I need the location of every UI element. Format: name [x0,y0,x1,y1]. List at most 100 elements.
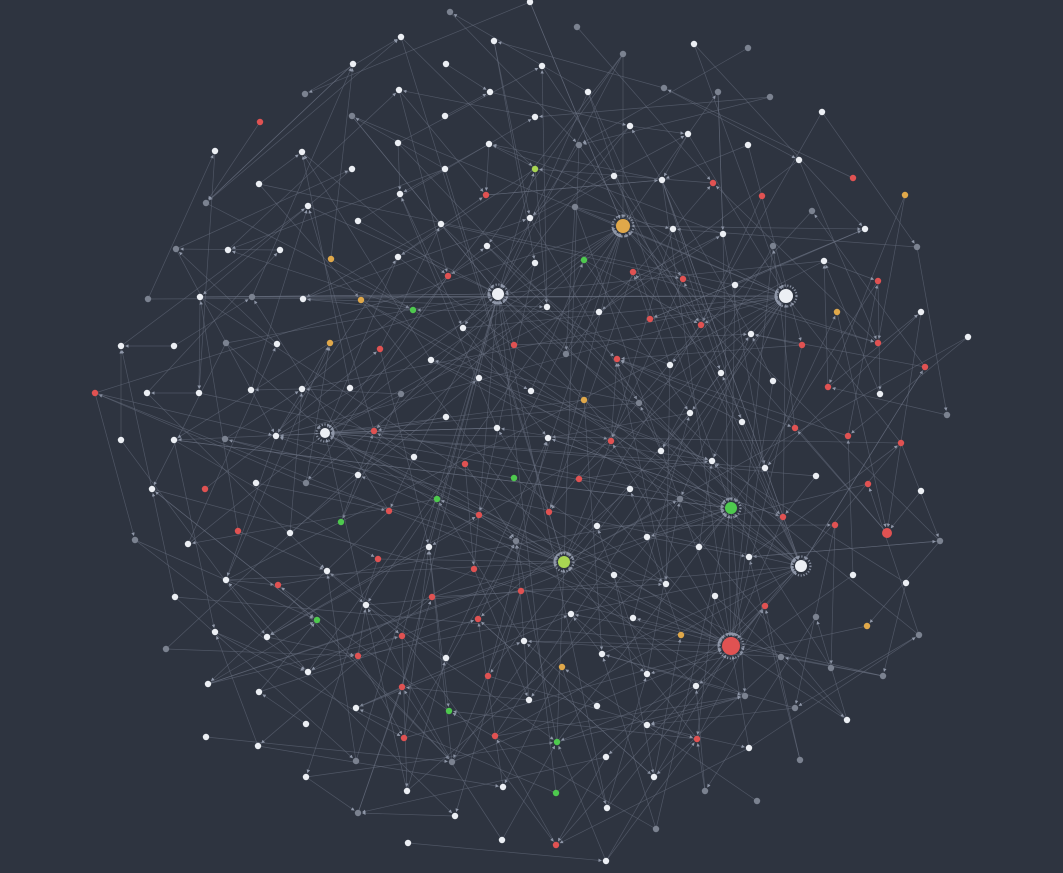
graph-node-white[interactable] [302,720,310,728]
graph-node-white[interactable] [543,303,551,311]
graph-node-white[interactable] [643,533,651,541]
graph-node-red[interactable] [376,345,384,353]
graph-node-gray[interactable] [162,645,170,653]
graph-node-white[interactable] [320,428,330,438]
graph-node-red[interactable] [274,581,282,589]
graph-node-gray[interactable] [202,199,210,207]
graph-node-white[interactable] [643,670,651,678]
graph-node-white[interactable] [610,172,618,180]
graph-node-white[interactable] [394,139,402,147]
graph-node-green[interactable] [725,502,737,514]
graph-node-gray[interactable] [777,653,785,661]
graph-node-white[interactable] [593,522,601,530]
graph-node-white[interactable] [818,108,826,116]
graph-node-gray[interactable] [619,50,627,58]
graph-node-red[interactable] [575,475,583,483]
graph-node-white[interactable] [795,156,803,164]
graph-node-gray[interactable] [744,44,752,52]
graph-node-white[interactable] [252,479,260,487]
graph-node-white[interactable] [669,225,677,233]
graph-node-gray[interactable] [796,756,804,764]
graph-node-white[interactable] [254,742,262,750]
graph-node-white[interactable] [352,704,360,712]
graph-node-white[interactable] [195,389,203,397]
graph-node-white[interactable] [323,567,331,575]
graph-node-gray[interactable] [354,809,362,817]
graph-node-green[interactable] [552,789,560,797]
graph-node-white[interactable] [475,374,483,382]
graph-node-white[interactable] [441,112,449,120]
graph-node-gray[interactable] [769,242,777,250]
graph-node-red[interactable] [697,321,705,329]
graph-node-gray[interactable] [446,8,454,16]
graph-node-red[interactable] [864,480,872,488]
graph-node-red[interactable] [874,339,882,347]
graph-node-white[interactable] [812,472,820,480]
graph-node-gray[interactable] [943,411,951,419]
graph-node-gray[interactable] [791,704,799,712]
graph-node-white[interactable] [744,141,752,149]
graph-node-lime[interactable] [531,165,539,173]
graph-node-red[interactable] [370,427,378,435]
graph-node-white[interactable] [650,773,658,781]
graph-node-red[interactable] [897,439,905,447]
graph-node-white[interactable] [247,386,255,394]
graph-node-red[interactable] [629,268,637,276]
graph-node-red[interactable] [874,277,882,285]
graph-node-gray[interactable] [348,112,356,120]
graph-node-gray[interactable] [562,350,570,358]
graph-node-white[interactable] [690,40,698,48]
graph-node-white[interactable] [299,295,307,303]
graph-node-white[interactable] [346,384,354,392]
graph-node-white[interactable] [397,33,405,41]
graph-node-gray[interactable] [766,93,774,101]
graph-node-green[interactable] [433,495,441,503]
graph-node-gray[interactable] [879,672,887,680]
graph-node-red[interactable] [482,191,490,199]
graph-node-white[interactable] [143,389,151,397]
graph-node-red[interactable] [613,355,621,363]
graph-node-gray[interactable] [936,537,944,545]
graph-node-white[interactable] [902,579,910,587]
graph-node-white[interactable] [148,485,156,493]
graph-node-gray[interactable] [144,295,152,303]
graph-node-white[interactable] [298,148,306,156]
graph-node-orange[interactable] [863,622,871,630]
graph-node-white[interactable] [273,340,281,348]
graph-node-white[interactable] [779,289,793,303]
graph-node-orange[interactable] [326,339,334,347]
graph-node-white[interactable] [304,668,312,676]
graph-node-white[interactable] [917,487,925,495]
graph-node-white[interactable] [610,571,618,579]
graph-node-white[interactable] [441,165,449,173]
graph-node-red[interactable] [761,602,769,610]
graph-node-orange[interactable] [357,296,365,304]
graph-node-red[interactable] [400,734,408,742]
graph-node-white[interactable] [211,628,219,636]
graph-node-red[interactable] [385,507,393,515]
graph-node-white[interactable] [263,633,271,641]
graph-node-white[interactable] [538,62,546,70]
graph-node-white[interactable] [486,88,494,96]
graph-node-white[interactable] [527,387,535,395]
graph-node-red[interactable] [398,683,406,691]
graph-node-white[interactable] [224,246,232,254]
graph-node-white[interactable] [459,324,467,332]
graph-node-white[interactable] [485,140,493,148]
graph-node-white[interactable] [658,176,666,184]
graph-node-white[interactable] [964,333,972,341]
graph-node-red[interactable] [679,275,687,283]
graph-node-white[interactable] [451,812,459,820]
graph-node-orange[interactable] [833,308,841,316]
graph-node-gray[interactable] [915,631,923,639]
graph-node-white[interactable] [684,130,692,138]
graph-node-white[interactable] [437,220,445,228]
graph-node-white[interactable] [349,60,357,68]
graph-node-red[interactable] [461,460,469,468]
graph-node-white[interactable] [745,744,753,752]
graph-node-white[interactable] [531,113,539,121]
graph-node-white[interactable] [211,147,219,155]
graph-node-red[interactable] [693,735,701,743]
graph-node-white[interactable] [626,485,634,493]
graph-node-green[interactable] [510,474,518,482]
